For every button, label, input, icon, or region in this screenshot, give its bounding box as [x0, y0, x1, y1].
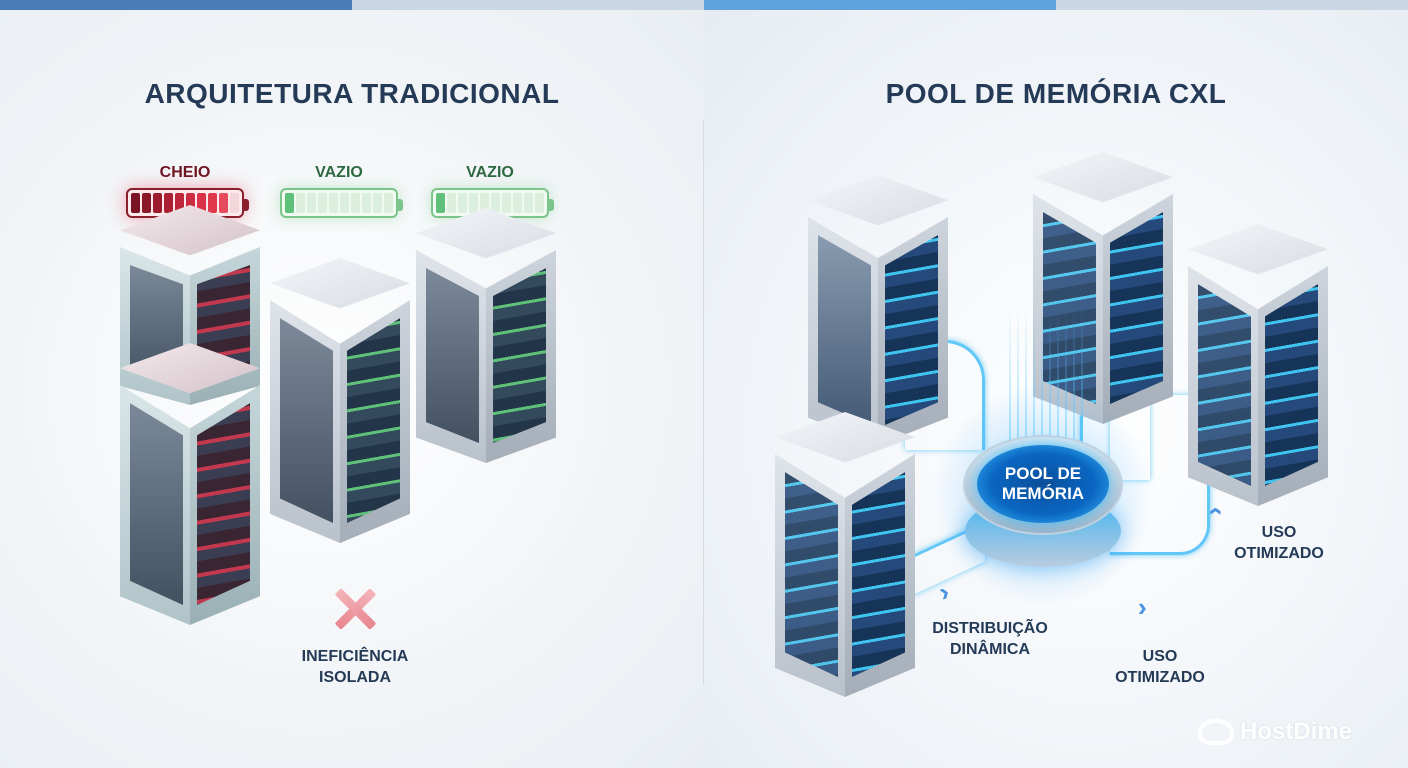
top-accent-bar-1	[0, 0, 352, 10]
battery-label: VAZIO	[466, 164, 514, 181]
right-panel-title: POOL DE MEMÓRIA CXL	[885, 78, 1227, 109]
memory-pool-hub: POOL DE MEMÓRIA	[923, 305, 1163, 615]
battery-label: VAZIO	[315, 164, 363, 181]
top-accent-bar-2	[352, 0, 704, 10]
hostdime-logo: HostDime	[1198, 718, 1352, 746]
pool-label-line1: POOL DE	[1004, 464, 1082, 483]
battery-label: CHEIO	[159, 164, 211, 181]
pool-label-line2: MEMÓRIA	[1001, 484, 1085, 503]
server-rack-full-front	[120, 343, 260, 625]
server-rack-right	[1188, 224, 1328, 506]
logo-text: HostDime	[1240, 718, 1353, 745]
optimized-usage-caption-bottom: USO OTIMIZADO	[1115, 648, 1205, 686]
top-accent-bar-4	[1056, 0, 1408, 10]
top-accent-bar-3	[704, 0, 1056, 10]
server-rack-empty-right	[416, 208, 556, 463]
server-rack-empty-middle	[270, 258, 410, 543]
inefficiency-caption: INEFICIÊNCIA ISOLADA	[301, 648, 409, 686]
server-rack-front-left	[775, 412, 915, 697]
hostdime-logo-icon	[1198, 719, 1234, 745]
server-rack-back-left	[808, 175, 948, 445]
x-mark-icon	[334, 588, 376, 630]
dynamic-distribution-caption: DISTRIBUIÇÃO DINÂMICA	[932, 620, 1048, 658]
battery-icon	[280, 188, 403, 218]
optimized-usage-caption-right: USO OTIMIZADO	[1234, 524, 1324, 562]
left-panel-title: ARQUITETURA TRADICIONAL	[144, 78, 560, 109]
battery-empty-1: VAZIO	[280, 164, 403, 218]
